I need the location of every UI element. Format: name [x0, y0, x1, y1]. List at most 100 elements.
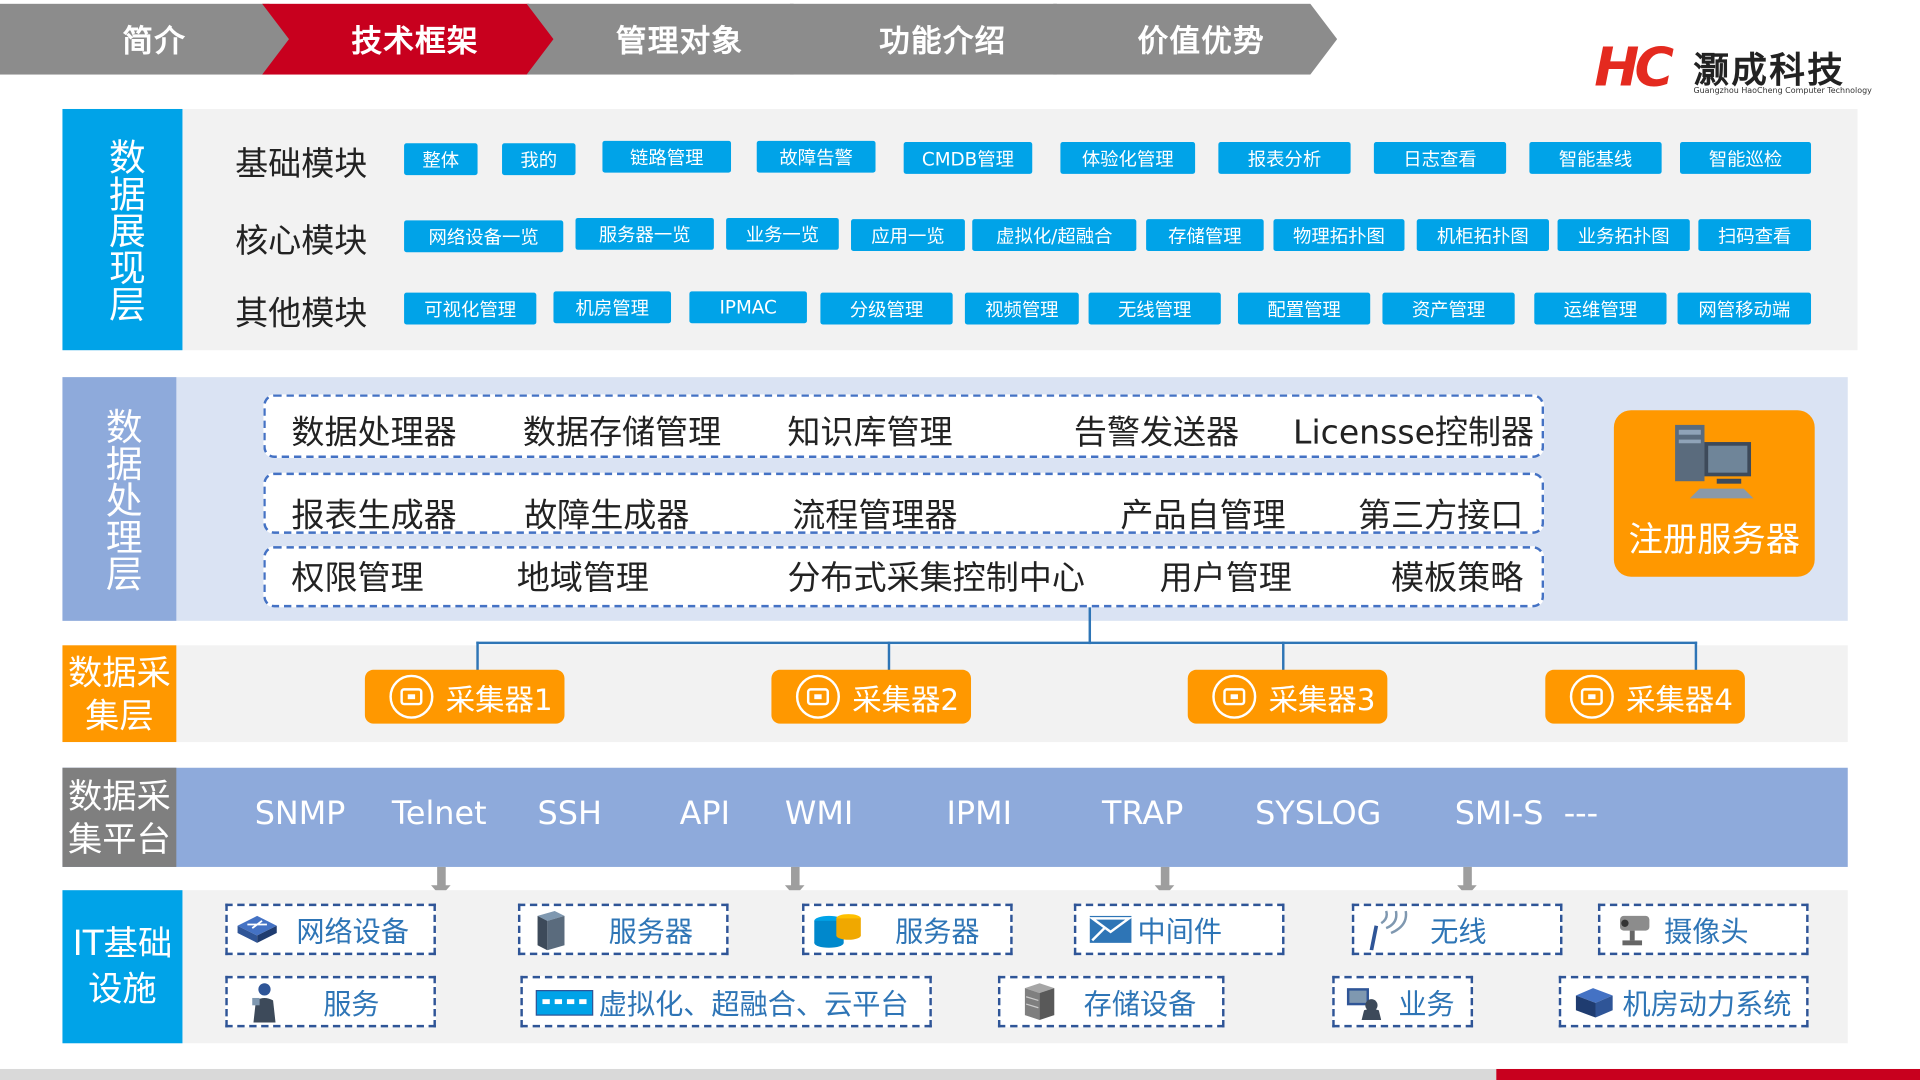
module-tag[interactable]: 视频管理 — [964, 292, 1079, 325]
connector-line — [476, 641, 1698, 645]
down-arrow — [1160, 866, 1170, 887]
infra-item-service[interactable]: 服务 — [225, 975, 436, 1028]
nav-tab-tech-framework[interactable]: 技术框架 — [262, 4, 556, 75]
switch-icon — [237, 915, 277, 943]
collector-icon — [389, 674, 434, 719]
processing-layer-label: 数据处理层 — [62, 377, 177, 621]
processing-item: 地域管理 — [516, 559, 649, 598]
row-title-core: 核心模块 — [235, 222, 368, 261]
protocol-label: SSH — [537, 795, 602, 833]
row-title-basic: 基础模块 — [235, 145, 368, 184]
business-icon — [1346, 988, 1382, 1021]
nav-tab-managed-objects[interactable]: 管理对象 — [527, 4, 821, 75]
collector-1[interactable]: 采集器1 — [364, 669, 565, 724]
display-layer-label: 数据展现层 — [62, 108, 183, 351]
infra-layer-label: IT基础设施 — [62, 890, 183, 1044]
logo-name: 灏成科技 — [1693, 48, 1846, 91]
infra-item-server[interactable]: 服务器 — [517, 903, 729, 956]
module-tag[interactable]: 无线管理 — [1088, 292, 1221, 325]
camera-icon — [1620, 915, 1650, 946]
connector-line — [1088, 607, 1092, 645]
footer-bar-gray — [0, 1068, 1507, 1080]
module-tag[interactable]: 资产管理 — [1382, 292, 1515, 325]
server-tower-icon — [537, 911, 565, 951]
collection-layer-label: 数据采集层 — [62, 645, 177, 743]
processing-item: 产品自管理 — [1120, 497, 1286, 536]
module-tag[interactable]: 机柜拓扑图 — [1416, 219, 1549, 252]
module-tag[interactable]: 整体 — [404, 143, 478, 176]
protocol-label: SNMP — [254, 795, 346, 833]
module-tag[interactable]: 服务器一览 — [575, 217, 714, 250]
module-tag[interactable]: 虚拟化/超融合 — [972, 219, 1137, 252]
module-tag[interactable]: 可视化管理 — [404, 292, 537, 325]
module-tag[interactable]: 故障告警 — [756, 140, 876, 173]
infra-item-middleware[interactable]: 中间件 — [1073, 903, 1285, 956]
module-tag[interactable]: 应用一览 — [851, 219, 965, 252]
logo-subtitle: Guangzhou HaoCheng Computer Technology — [1693, 85, 1872, 96]
module-tag[interactable]: CMDB管理 — [903, 142, 1033, 174]
infra-item-storage[interactable]: 存储设备 — [997, 975, 1225, 1028]
collector-3[interactable]: 采集器3 — [1187, 669, 1388, 724]
processing-item: 流程管理器 — [792, 497, 958, 536]
virtualization-icon — [535, 990, 594, 1016]
protocol-label: WMI — [784, 795, 854, 833]
collector-icon — [1569, 674, 1614, 719]
protocol-label: API — [679, 795, 730, 833]
module-tag[interactable]: 网络设备一览 — [404, 220, 564, 253]
module-tag[interactable]: 链路管理 — [602, 140, 732, 173]
infra-item-business[interactable]: 业务 — [1332, 975, 1474, 1028]
processing-row-1 — [263, 394, 1545, 458]
nav-tab-value[interactable]: 价值优势 — [1053, 4, 1337, 75]
module-tag[interactable]: 网管移动端 — [1677, 292, 1812, 325]
processing-item: 第三方接口 — [1357, 497, 1524, 536]
module-tag[interactable]: 扫码查看 — [1698, 219, 1812, 252]
module-tag[interactable]: 存储管理 — [1146, 219, 1264, 252]
module-tag[interactable]: 配置管理 — [1237, 292, 1371, 325]
collector-icon — [1212, 674, 1257, 719]
processing-row-3 — [263, 546, 1545, 608]
down-arrow — [437, 866, 446, 887]
wireless-icon — [1369, 910, 1408, 951]
nav-tab-features[interactable]: 功能介绍 — [790, 4, 1084, 75]
connector-line — [476, 641, 479, 672]
module-tag[interactable]: 物理拓扑图 — [1273, 219, 1405, 252]
processing-item: 故障生成器 — [524, 497, 690, 536]
service-person-icon — [252, 983, 276, 1023]
database-icon — [814, 914, 861, 948]
module-tag[interactable]: 智能巡检 — [1680, 142, 1812, 174]
datacenter-power-icon — [1575, 988, 1613, 1018]
processing-item: 知识库管理 — [787, 413, 953, 452]
nav-tab-intro[interactable]: 简介 — [0, 4, 296, 75]
infra-item-virtualization[interactable]: 虚拟化、超融合、云平台 — [520, 975, 932, 1028]
module-tag[interactable]: 分级管理 — [820, 292, 953, 325]
computer-icon — [1675, 424, 1754, 499]
module-tag[interactable]: 业务拓扑图 — [1557, 219, 1690, 252]
protocol-label: SMI-S --- — [1454, 795, 1599, 833]
module-tag[interactable]: 业务一览 — [726, 217, 839, 250]
row-title-other: 其他模块 — [235, 295, 368, 334]
processing-item: 数据存储管理 — [522, 413, 722, 452]
infra-item-camera[interactable]: 摄像头 — [1597, 903, 1809, 956]
processing-item: 用户管理 — [1159, 559, 1292, 598]
infra-item-network[interactable]: 网络设备 — [225, 903, 436, 956]
footer-bar-red — [1496, 1068, 1920, 1080]
infra-item-database[interactable]: 服务器 — [802, 903, 1013, 956]
module-tag[interactable]: IPMAC — [689, 291, 807, 324]
protocol-label: Telnet — [391, 795, 487, 833]
register-server-card[interactable]: 注册服务器 — [1613, 410, 1815, 577]
infra-item-wireless[interactable]: 无线 — [1351, 903, 1563, 956]
collector-2[interactable]: 采集器2 — [771, 669, 972, 724]
module-tag[interactable]: 智能基线 — [1529, 142, 1662, 174]
infra-item-datacenter-power[interactable]: 机房动力系统 — [1558, 975, 1809, 1028]
module-tag[interactable]: 报表分析 — [1218, 142, 1351, 174]
module-tag[interactable]: 我的 — [502, 143, 576, 176]
module-tag[interactable]: 运维管理 — [1534, 292, 1667, 325]
module-tag[interactable]: 体验化管理 — [1060, 142, 1196, 174]
protocol-label: SYSLOG — [1255, 795, 1382, 833]
collector-4[interactable]: 采集器4 — [1545, 669, 1745, 724]
processing-item: Licensse控制器 — [1293, 413, 1535, 452]
processing-item: 权限管理 — [291, 559, 424, 598]
module-tag[interactable]: 机房管理 — [553, 291, 672, 324]
module-tag[interactable]: 日志查看 — [1373, 142, 1507, 174]
